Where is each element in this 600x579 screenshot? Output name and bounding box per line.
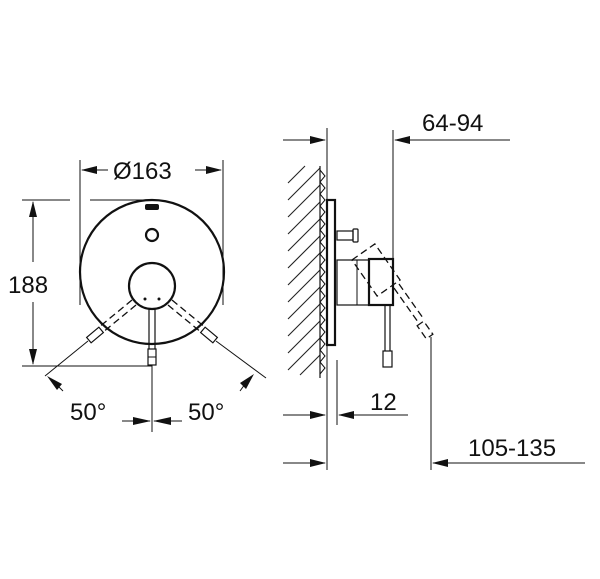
- side-view: 64-94 12 105-135: [283, 110, 585, 470]
- front-view: Ø163 188: [8, 158, 267, 432]
- depth-top-label: 64-94: [422, 110, 483, 137]
- side-lever-rotated: [351, 243, 434, 340]
- right-angle-label: 50°: [188, 399, 224, 426]
- escutcheon-side: [325, 198, 337, 347]
- diverter-pin: [336, 228, 359, 243]
- top-slot: [145, 204, 159, 210]
- diverter-button: [144, 227, 160, 243]
- cartridge-body: [336, 257, 395, 307]
- depth-bottom-dimension: 105-135: [283, 435, 585, 467]
- diameter-label: Ø163: [113, 158, 172, 185]
- wall-hatching: [287, 165, 326, 378]
- side-lever: [382, 305, 393, 368]
- depth-bottom-label: 105-135: [468, 435, 556, 462]
- lever-handle: [147, 309, 157, 366]
- left-angle-label: 50°: [70, 399, 106, 426]
- height-label: 188: [8, 272, 48, 299]
- diameter-dimension: Ø163: [79, 158, 224, 305]
- height-dimension: 188: [8, 199, 152, 367]
- plate-thickness-dimension: 12: [283, 389, 408, 419]
- depth-top-dimension: 64-94: [283, 110, 510, 144]
- escutcheon-plate: [78, 198, 226, 346]
- lever-rotated-left: [44, 299, 137, 377]
- handle-hub: [127, 261, 177, 311]
- plate-thickness-label: 12: [370, 389, 397, 416]
- lever-rotated-right: [167, 299, 267, 379]
